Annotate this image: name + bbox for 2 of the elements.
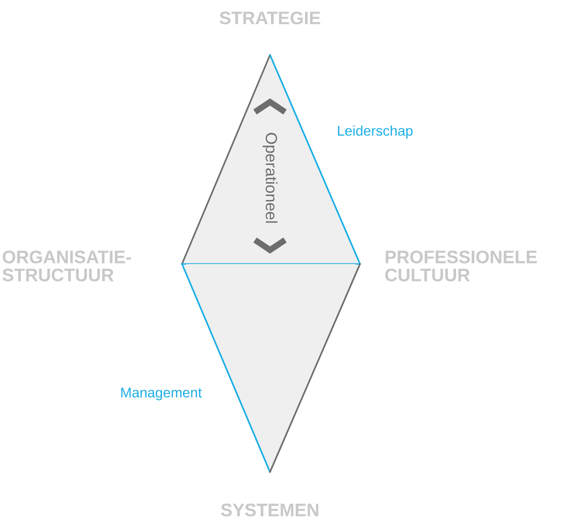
- side-label: Management: [121, 388, 202, 400]
- node-label: Operationeel: [262, 132, 278, 223]
